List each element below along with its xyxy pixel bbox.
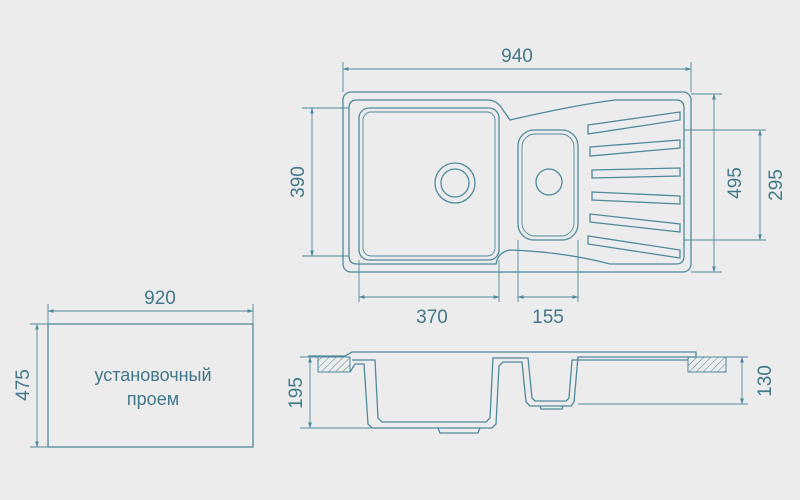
dimension-label-475: 475 <box>13 369 34 401</box>
drainer-groove <box>587 111 681 135</box>
sink-outer-rim <box>342 91 692 273</box>
dimension-bowl-depth: 195 <box>286 356 372 429</box>
small-bowl-drain <box>535 168 563 196</box>
sink-top-view: 940 390 495 295 370 <box>288 46 787 328</box>
dimension-label-130: 130 <box>755 365 776 397</box>
small-drain-fitting <box>539 405 564 410</box>
small-bowl <box>517 129 579 241</box>
dimension-label-370: 370 <box>416 307 448 328</box>
dimension-bowl-width: 370 <box>358 260 500 328</box>
large-bowl-inner <box>362 111 496 257</box>
cutout-label-line1: установочный <box>94 365 211 385</box>
dimension-small-bowl-height: 295 <box>684 129 787 241</box>
dimension-label-295: 295 <box>766 169 787 201</box>
dimension-small-bowl-depth: 130 <box>578 356 776 405</box>
dimension-label-155: 155 <box>532 307 564 328</box>
dimension-label-390: 390 <box>288 166 309 198</box>
sink-section-profile-outer <box>308 351 697 429</box>
dimension-small-bowl-width: 155 <box>517 240 579 328</box>
drainer-groove <box>589 213 681 233</box>
countertop-left <box>317 356 351 373</box>
cutout-view: установочный проем 920 475 <box>13 288 254 448</box>
dimension-bowl-height: 390 <box>288 107 349 257</box>
dimension-label-940: 940 <box>501 46 533 67</box>
dimension-label-495: 495 <box>725 167 746 199</box>
sink-inner-rim <box>348 99 685 265</box>
small-bowl-inner <box>521 133 575 237</box>
cutout-rectangle <box>47 323 254 448</box>
dimension-cutout-width: 920 <box>47 288 254 324</box>
drainer-groove <box>591 191 681 205</box>
drainer-grooves <box>587 111 681 259</box>
drain-fitting <box>437 427 481 434</box>
cutout-label-line2: проем <box>127 389 179 409</box>
large-bowl-drain <box>434 162 476 204</box>
sink-section-view: 195 130 <box>286 351 776 434</box>
large-bowl <box>358 107 500 261</box>
drainer-groove <box>587 235 681 259</box>
drainer-groove <box>589 139 681 157</box>
dimension-label-195: 195 <box>286 377 307 409</box>
dimension-label-920: 920 <box>144 288 176 309</box>
large-bowl-drain-inner <box>440 168 470 198</box>
drainer-groove <box>591 167 681 179</box>
dimension-overall-depth: 495 <box>691 93 746 273</box>
dimension-overall-width: 940 <box>342 46 692 92</box>
dimension-cutout-depth: 475 <box>13 323 48 448</box>
sink-section-profile-inner <box>352 357 688 423</box>
countertop-right <box>687 356 727 373</box>
